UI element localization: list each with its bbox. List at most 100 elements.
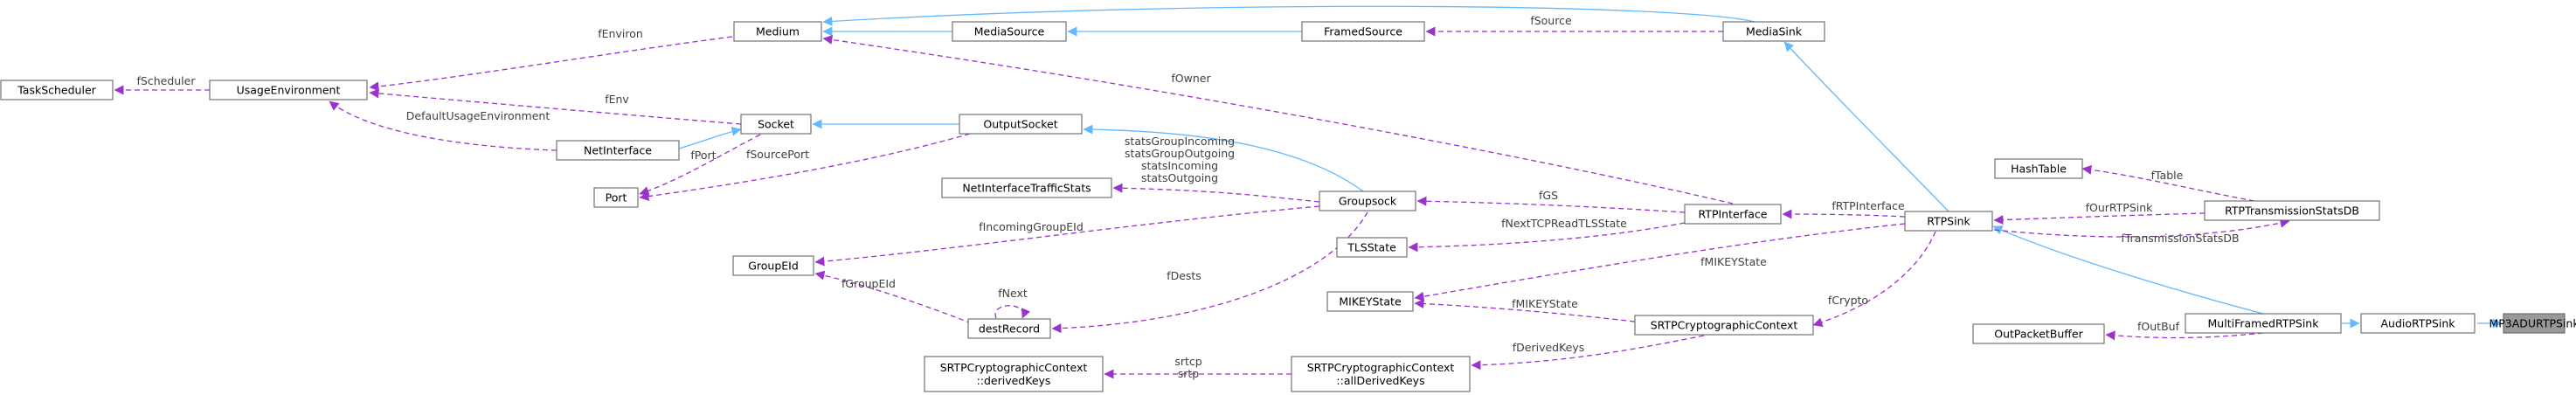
class-name: Port [606, 191, 627, 204]
class-node-medium[interactable]: Medium [733, 21, 822, 42]
class-name: MP3ADURTPSink [2489, 317, 2576, 330]
class-node-audio[interactable]: AudioRTPSink [2360, 313, 2476, 334]
class-node-outpkt[interactable]: OutPacketBuffer [1972, 323, 2105, 344]
class-node-multi[interactable]: MultiFramedRTPSink [2185, 313, 2342, 334]
edge-label: fScheduler [137, 74, 197, 87]
class-node-rtpstatsdb[interactable]: RTPTransmissionStatsDB [2204, 200, 2380, 221]
edge-label: fNextTCPReadTLSState [1501, 217, 1627, 230]
class-node-tasksched[interactable]: TaskScheduler [0, 80, 114, 100]
class-node-netstats[interactable]: NetInterfaceTrafficStats [941, 177, 1112, 198]
class-box [952, 21, 1067, 42]
edge-medium-rtpiface: fOwner [822, 35, 1734, 204]
edge-label: fOurRTPSink [2086, 201, 2154, 214]
class-node-tlsstate[interactable]: TLSState [1336, 237, 1408, 258]
class-node-socket[interactable]: Socket [740, 114, 812, 135]
class-name: SRTPCryptographicContext [1307, 361, 1455, 374]
edge-label: fEnv [605, 93, 629, 106]
edge-srtpctx-rtpsink: fCrypto [1812, 231, 1936, 328]
usage-arrow [329, 100, 557, 151]
class-name: RTPTransmissionStatsDB [2225, 204, 2359, 218]
edge-rtpsink-multi [1992, 225, 2264, 315]
class-box [593, 187, 639, 208]
class-node-srtpall[interactable]: SRTPCryptographicContext::allDerivedKeys [1291, 356, 1471, 392]
class-box [1291, 356, 1471, 392]
class-node-destrec[interactable]: destRecord [967, 318, 1051, 339]
edge-rtpiface-rtpsink: fRTPInterface [1782, 199, 1906, 219]
class-box [1326, 291, 1414, 312]
edge-label: fOwner [1171, 72, 1211, 85]
class-box [1904, 211, 1993, 232]
class-name: MultiFramedRTPSink [2208, 317, 2320, 330]
class-node-mediasrc[interactable]: MediaSource [952, 21, 1067, 42]
class-node-mediasink[interactable]: MediaSink [1722, 21, 1825, 42]
class-box [1634, 315, 1814, 336]
edge-usage-netiface: DefaultUsageEnvironment [329, 100, 557, 151]
edge-groupeid-groupsock: fIncomingGroupEId [814, 205, 1320, 267]
class-name: NetInterface [584, 144, 652, 157]
class-node-groupeid[interactable]: GroupEId [732, 255, 814, 276]
edge-label: fMIKEYState [1512, 297, 1578, 310]
edge-label: fOutBuf [2137, 320, 2180, 333]
class-name: RTPInterface [1699, 208, 1768, 221]
edge-label: fSource [1530, 14, 1572, 27]
edge-label: fIncomingGroupEId [979, 220, 1084, 233]
class-box [967, 318, 1051, 339]
class-node-rtpiface[interactable]: RTPInterface [1684, 204, 1782, 225]
usage-arrow [369, 88, 742, 125]
class-name: MediaSink [1746, 25, 1803, 38]
class-node-mp3[interactable]: MP3ADURTPSink [2489, 313, 2576, 334]
edge-label: fMIKEYState [1700, 255, 1767, 268]
class-name: FramedSource [1324, 25, 1402, 38]
class-box [556, 140, 680, 161]
nodes-layer: MP3ADURTPSink AudioRTPSink MultiFramedRTPS… [0, 21, 2576, 392]
usage-arrow [1812, 231, 1936, 328]
class-node-srtpderived[interactable]: SRTPCryptographicContext::derivedKeys [924, 356, 1104, 392]
usage-arrow [369, 36, 733, 92]
class-node-framedsrc[interactable]: FramedSource [1301, 21, 1425, 42]
class-name: UsageEnvironment [237, 84, 341, 97]
edge-task-usage: fScheduler [114, 74, 210, 95]
class-box [2204, 200, 2380, 221]
edge-mikey-rtpsink: fMIKEYState [1414, 223, 1906, 301]
class-name: Medium [756, 25, 800, 38]
edge-outpkt-multi: fOutBuf [2105, 320, 2264, 341]
class-node-usageenv[interactable]: UsageEnvironment [209, 80, 368, 100]
usage-arrow [1414, 223, 1906, 301]
usage-arrow [814, 270, 973, 324]
edge-label: fTable [2151, 169, 2184, 182]
usage-arrow [1471, 335, 1705, 371]
usage-arrow [1112, 183, 1320, 203]
inheritance-arrow [1992, 225, 2264, 315]
class-node-port[interactable]: Port [593, 187, 639, 208]
usage-arrow [1993, 212, 2206, 225]
class-node-mikey[interactable]: MIKEYState [1326, 291, 1414, 312]
edge-tls-rtpiface: fNextTCPReadTLSState [1408, 217, 1686, 253]
edge-outsock-groupsock [1083, 124, 1364, 192]
edge-label: statsGroupIncoming [1125, 135, 1235, 148]
class-box [1301, 21, 1425, 42]
inheritance-arrow [822, 5, 1755, 26]
class-box [209, 80, 368, 100]
edge-framed-mediasink: fSource [1425, 14, 1723, 37]
edge-label: statsIncoming [1141, 159, 1218, 172]
edge-srtpall-srtpctx: fDerivedKeys [1471, 335, 1705, 371]
usage-arrow [1408, 222, 1686, 253]
class-name: SRTPCryptographicContext [940, 361, 1088, 374]
class-box [733, 21, 822, 42]
class-node-groupsock[interactable]: Groupsock [1319, 191, 1416, 211]
class-box [2185, 313, 2342, 334]
class-box [0, 80, 114, 100]
class-node-srtpctx[interactable]: SRTPCryptographicContext [1634, 315, 1814, 336]
edge-label: statsGroupOutgoing [1125, 147, 1235, 160]
edge-label: fDerivedKeys [1513, 341, 1585, 354]
edge-mikey-srtpctx: fMIKEYState [1414, 297, 1636, 322]
class-node-hashtable[interactable]: HashTable [1994, 158, 2083, 179]
class-name: Groupsock [1339, 195, 1397, 208]
usage-arrow [1416, 196, 1686, 213]
class-node-rtpsink[interactable]: RTPSink [1904, 211, 1993, 232]
edge-label: srtp [1178, 367, 1200, 380]
edge-port-socket: fPort [639, 134, 761, 196]
edge-hash-statsdb: fTable [2081, 164, 2255, 202]
class-node-netiface[interactable]: NetInterface [556, 140, 680, 161]
class-node-outsock[interactable]: OutputSocket [959, 114, 1083, 135]
